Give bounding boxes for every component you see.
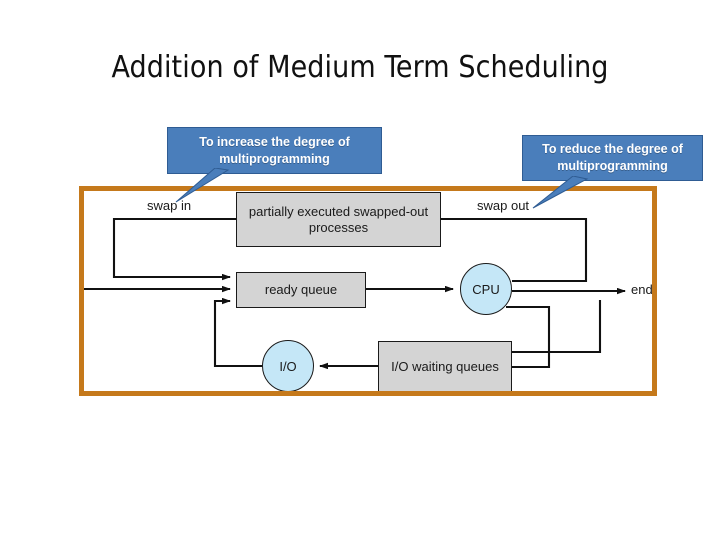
edge-label-end: end [631, 282, 652, 297]
diagram-orange-frame [79, 186, 657, 396]
edge-label-swap-out: swap out [477, 198, 530, 213]
diagram-connector-layer [84, 217, 626, 370]
node-io: I/O [262, 340, 314, 391]
edge-io-to-ready [213, 297, 262, 368]
edge-cpu-to-iowait [506, 305, 551, 369]
node-io-waiting-queues: I/O waiting queues [378, 341, 512, 391]
node-partially-executed-swapped-out-processes: partially executed swapped-out processes [236, 192, 441, 247]
diagram-clip-region: partially executed swapped-out processes… [84, 191, 652, 391]
node-ready-queue: ready queue [236, 272, 366, 308]
node-cpu: CPU [460, 263, 512, 315]
edge-iowait-return [512, 300, 602, 354]
callout-increase-degree[interactable]: To increase the degree of multiprogrammi… [167, 127, 382, 174]
page-title: Addition of Medium Term Scheduling [111, 50, 609, 85]
callout-reduce-degree-text: To reduce the degree of multiprogramming [542, 142, 683, 173]
callout-reduce-degree[interactable]: To reduce the degree of multiprogramming [522, 135, 703, 181]
edge-swap-in [112, 217, 236, 281]
edge-swap-out [441, 217, 588, 283]
callout-increase-degree-text: To increase the degree of multiprogrammi… [199, 134, 350, 166]
